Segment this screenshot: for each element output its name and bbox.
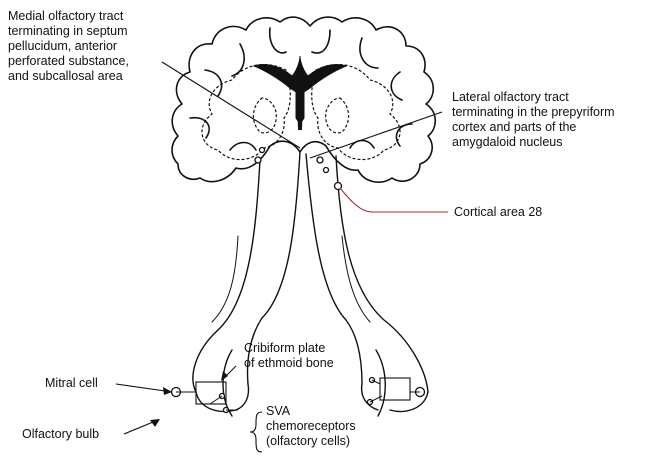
label-cortical-area: Cortical area 28 [454, 205, 543, 219]
label-cribriform-plate: Cribiform plate of ethmoid bone [244, 341, 334, 370]
label-sva-chemoreceptors: SVA chemoreceptors (olfactory cells) [266, 404, 356, 448]
sva-brace [249, 411, 263, 453]
tract-right-outer [335, 155, 429, 393]
bulb-left [195, 383, 250, 413]
basal-nuclei-left [252, 97, 277, 134]
tract-right-inner [305, 153, 363, 385]
tract-left-outer [192, 159, 261, 393]
leader-mitral [115, 383, 173, 393]
leader-cortical [339, 187, 448, 213]
leader-lateral [309, 111, 443, 159]
cribriform-plate-right [375, 349, 386, 417]
label-mitral-cell: Mitral cell [45, 376, 98, 390]
bulb-right [360, 383, 429, 413]
leader-medial [161, 61, 301, 149]
basal-nuclei-right [325, 97, 350, 134]
label-medial-olfactory-tract: Medial olfactory tract terminating in se… [8, 9, 129, 83]
label-lateral-olfactory-tract: Lateral olfactory tract terminating in t… [452, 90, 615, 149]
white-matter-right [311, 63, 401, 161]
third-ventricle [297, 96, 303, 130]
gyral-folds [189, 27, 413, 151]
tract-left-inner [246, 151, 301, 385]
lateral-ventricles [252, 55, 348, 125]
brain-outline [171, 16, 437, 183]
label-olfactory-bulb: Olfactory bulb [22, 427, 100, 441]
white-matter-left [201, 63, 291, 161]
cribriform-plate-left [222, 349, 233, 417]
